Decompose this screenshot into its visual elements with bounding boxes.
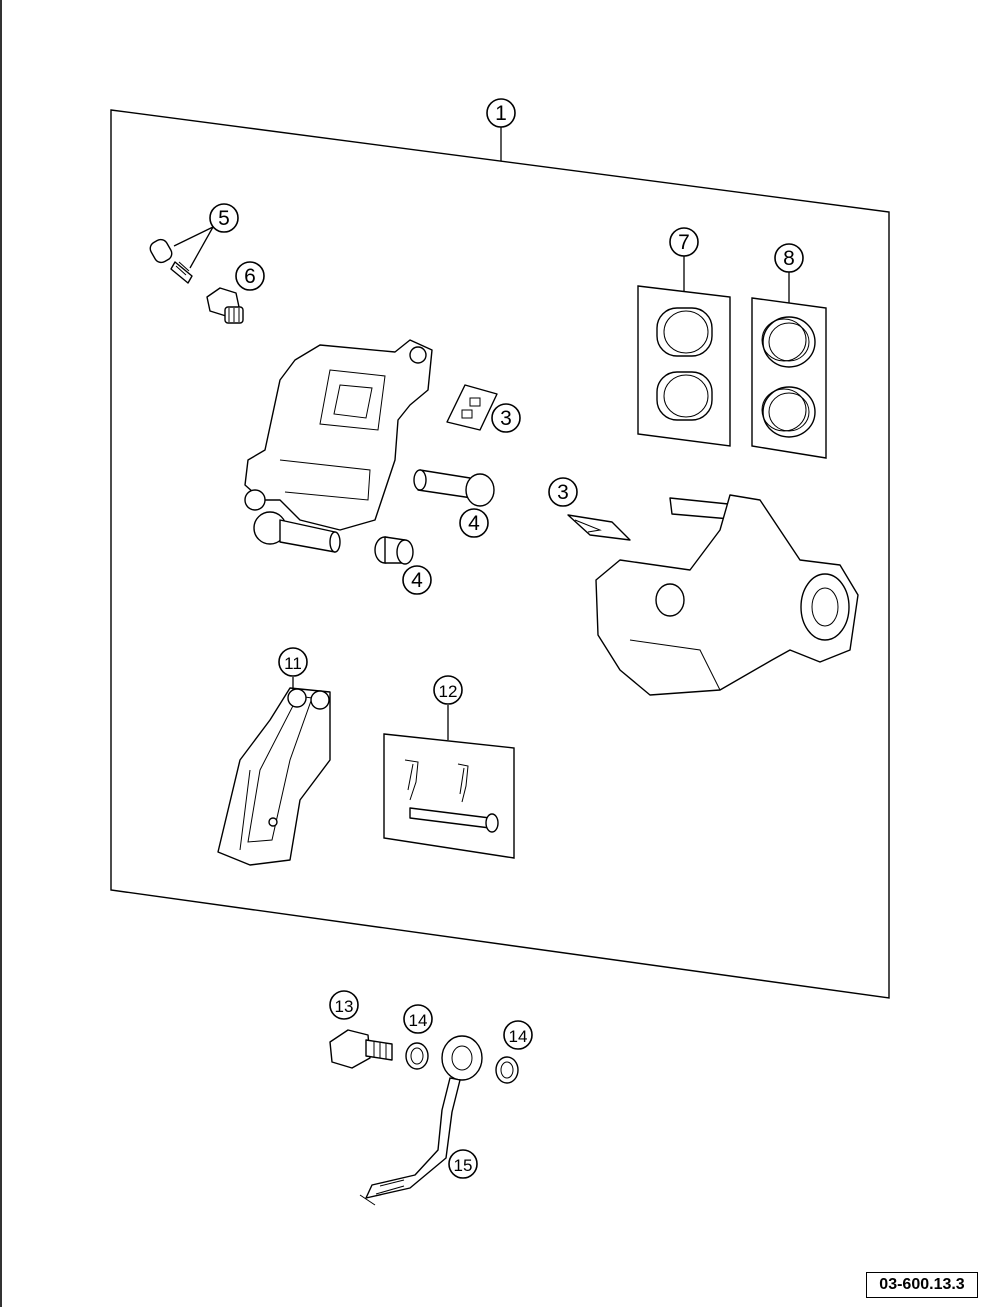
leader-5b <box>189 226 214 269</box>
pad-spring-upper-part[interactable] <box>446 384 498 431</box>
svg-text:8: 8 <box>783 247 795 270</box>
svg-text:14: 14 <box>409 1011 428 1030</box>
leader-5a <box>173 226 214 247</box>
slide-bolt-part[interactable] <box>413 469 495 507</box>
brake-line-part[interactable] <box>359 1035 483 1206</box>
callout-4-bushing: 4 <box>402 565 432 595</box>
svg-text:11: 11 <box>284 654 302 673</box>
sealing-washer-right-part[interactable] <box>495 1056 519 1084</box>
callout-1: 1 <box>486 98 516 128</box>
callout-3-lower: 3 <box>548 477 578 507</box>
callout-6: 6 <box>235 261 265 291</box>
page-edge-line <box>0 0 2 1307</box>
bushing-part[interactable] <box>374 536 414 565</box>
callout-4-bolt: 4 <box>459 508 489 538</box>
svg-text:14: 14 <box>509 1027 528 1046</box>
callout-14-right: 14 <box>503 1020 533 1050</box>
banjo-bolt-part[interactable] <box>329 1029 393 1069</box>
bleeder-valve-part[interactable] <box>148 237 193 284</box>
reference-code-label: 03-600.13.3 <box>866 1272 978 1298</box>
callout-11: 11 <box>278 647 308 677</box>
svg-text:12: 12 <box>439 682 458 701</box>
svg-text:5: 5 <box>218 207 230 230</box>
callout-15: 15 <box>448 1149 478 1179</box>
svg-text:7: 7 <box>678 231 690 254</box>
callout-7: 7 <box>669 227 699 257</box>
piston-set-part[interactable] <box>637 285 731 447</box>
callout-5: 5 <box>209 203 239 233</box>
callout-3-upper: 3 <box>491 403 521 433</box>
svg-text:6: 6 <box>244 265 256 288</box>
caliper-support-part[interactable] <box>595 494 859 696</box>
pin-clip-kit-part[interactable] <box>383 733 515 859</box>
callout-12: 12 <box>433 675 463 705</box>
brake-pads-part[interactable] <box>217 687 331 866</box>
plug-screw-part[interactable] <box>206 287 244 324</box>
svg-text:15: 15 <box>454 1156 473 1175</box>
sealing-washer-left-part[interactable] <box>405 1042 429 1070</box>
callout-14-left: 14 <box>403 1004 433 1034</box>
callout-8: 8 <box>774 243 804 273</box>
svg-text:4: 4 <box>468 512 480 535</box>
caliper-housing-part[interactable] <box>244 339 433 553</box>
svg-text:4: 4 <box>411 569 423 592</box>
pad-spring-lower-part[interactable] <box>567 514 631 541</box>
svg-text:3: 3 <box>557 481 569 504</box>
svg-text:13: 13 <box>335 997 354 1016</box>
callout-13: 13 <box>329 990 359 1020</box>
svg-text:1: 1 <box>495 102 507 125</box>
seal-kit-part[interactable] <box>751 297 827 459</box>
svg-text:3: 3 <box>500 407 512 430</box>
